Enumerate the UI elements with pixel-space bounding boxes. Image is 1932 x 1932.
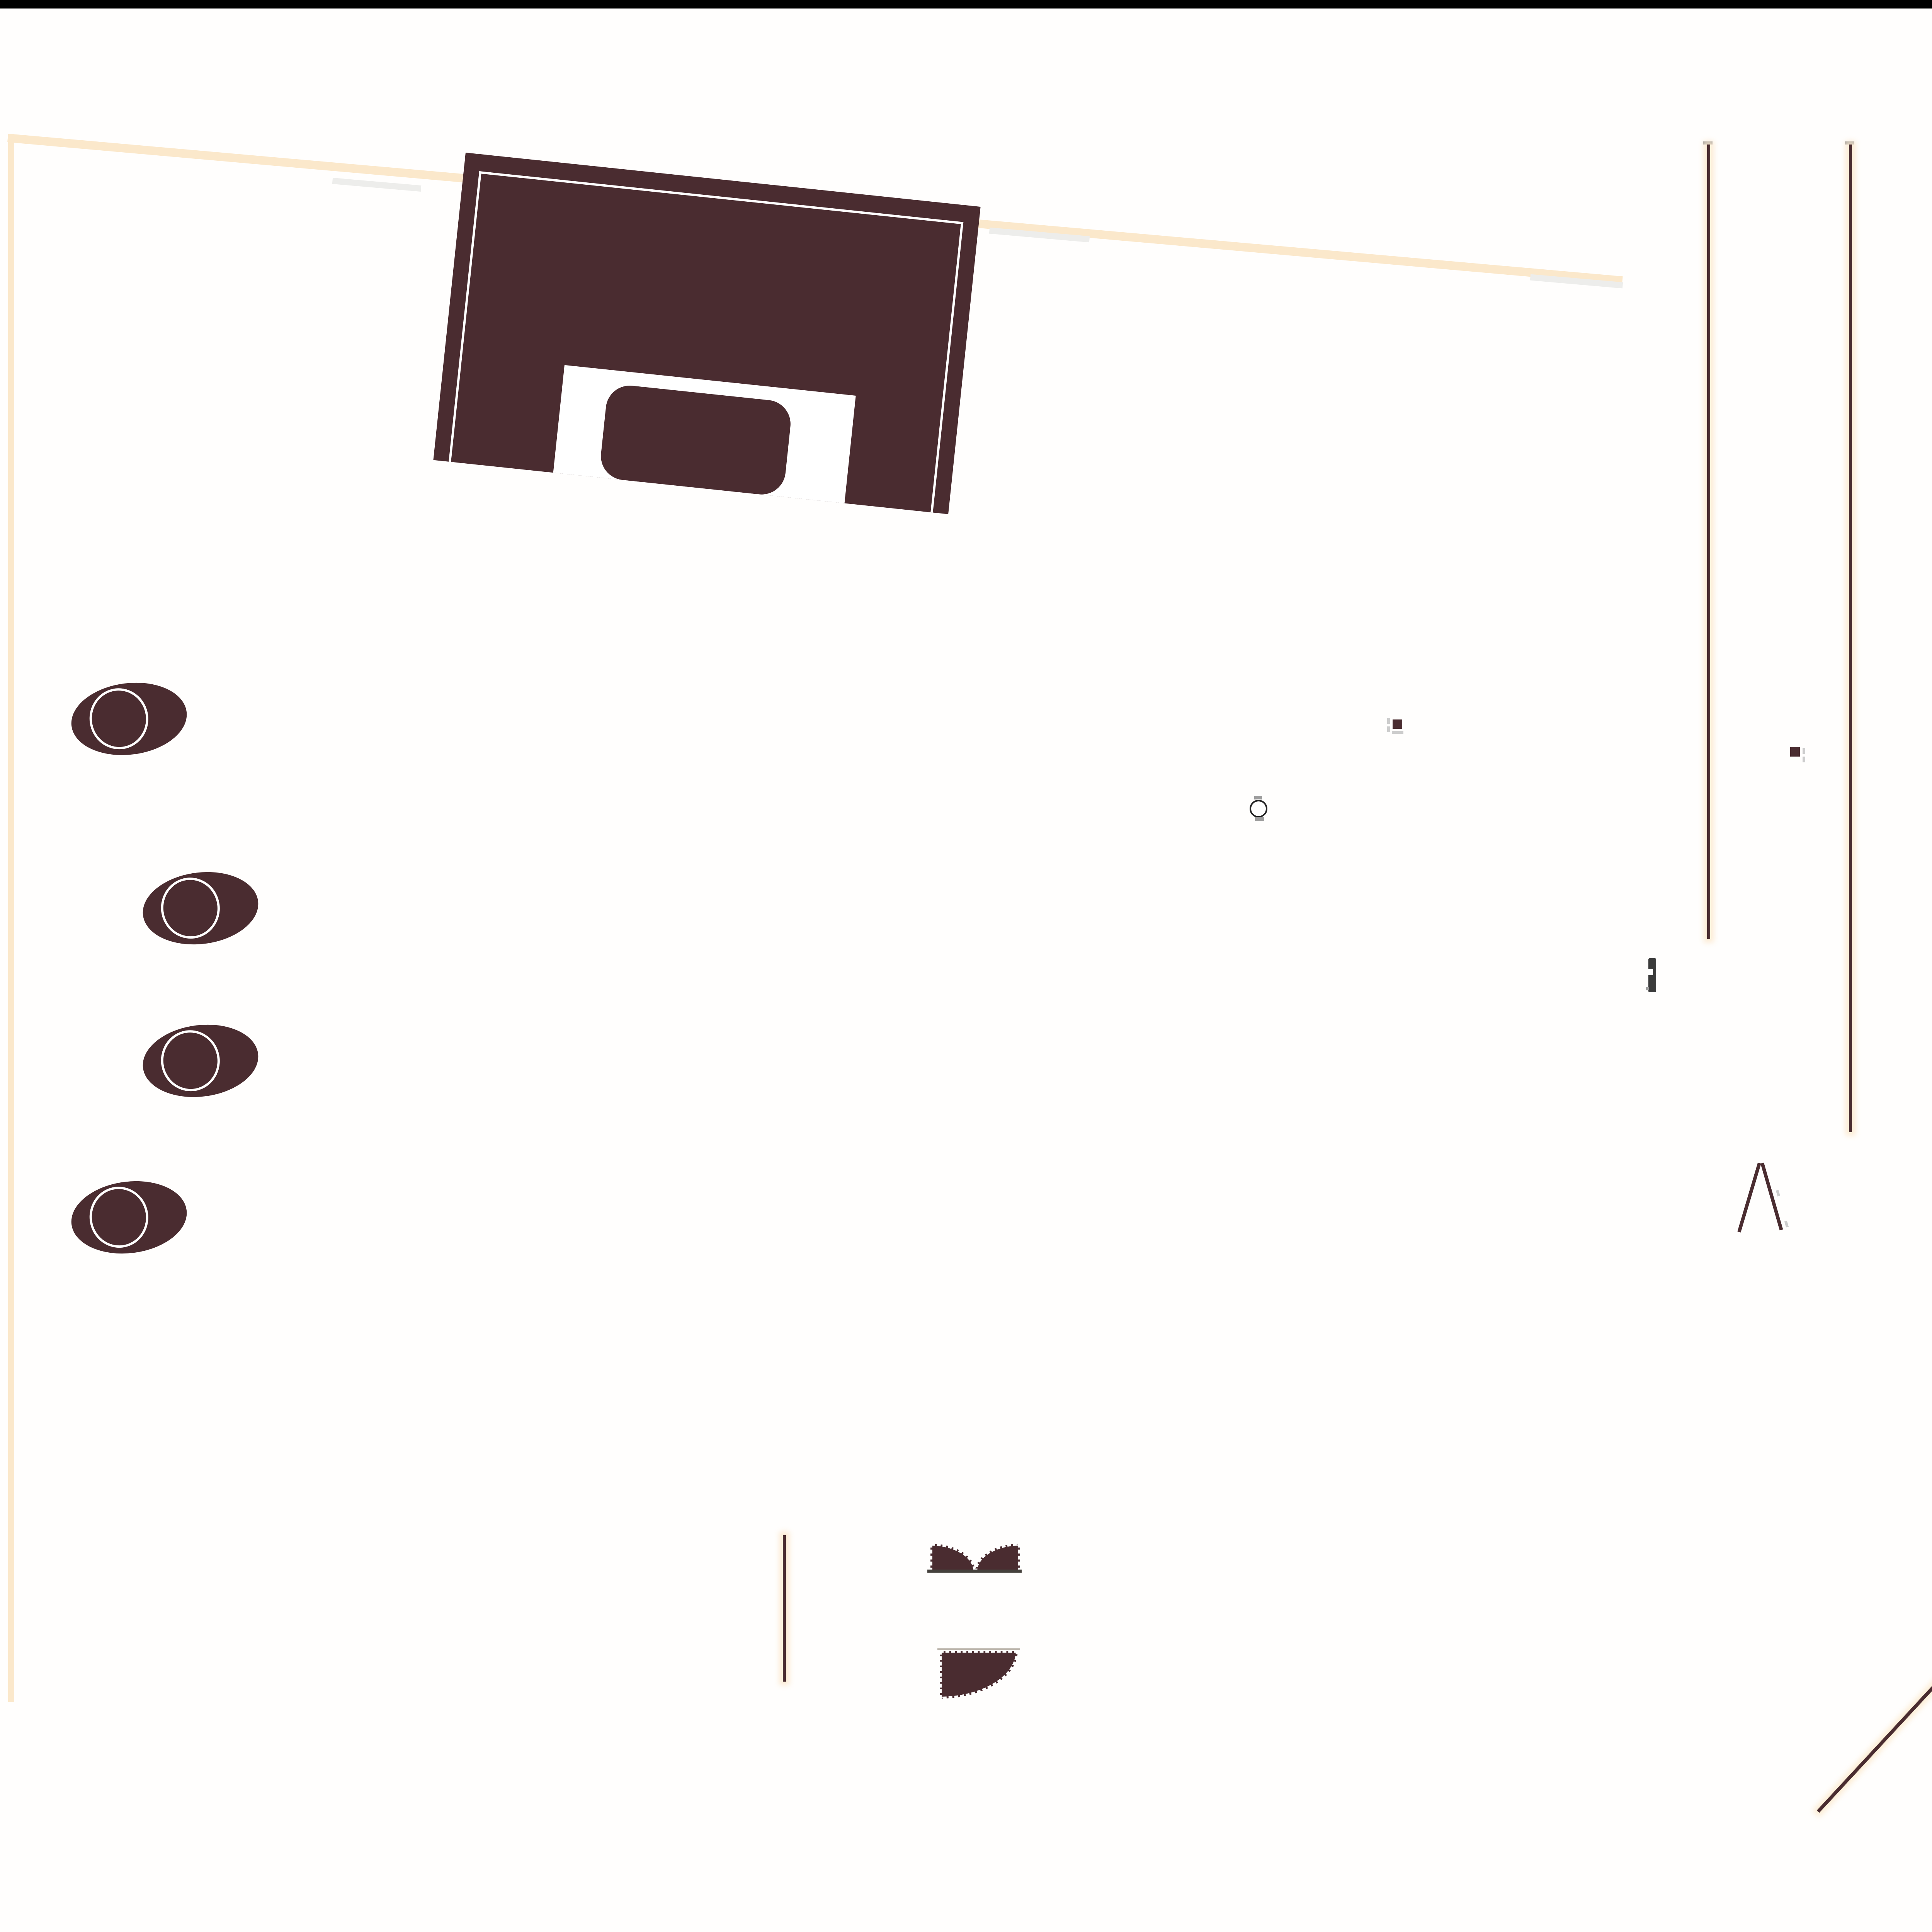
sectional-sofa <box>433 153 981 514</box>
porch-diagonal-wall <box>1816 1647 1932 1813</box>
marker-dash <box>1803 757 1805 762</box>
wall-line-left <box>8 134 14 1702</box>
door-head-line <box>937 1648 1020 1650</box>
door-hinge-symbol <box>1648 958 1656 992</box>
hinge-notch <box>1648 969 1653 975</box>
marker-dash <box>1392 731 1403 734</box>
ladder-dash <box>1784 1221 1789 1228</box>
stool-seat-outline <box>157 1027 223 1095</box>
column-marker <box>1393 719 1402 729</box>
stool <box>67 676 191 762</box>
wall-cap-tick <box>1703 141 1713 145</box>
stool-seat-outline <box>157 874 223 942</box>
stool <box>67 1175 191 1260</box>
door-swing-right-leaf <box>975 1544 1020 1571</box>
marker-dash <box>1803 748 1805 754</box>
fixture-tick <box>1255 817 1264 821</box>
wall-cap-tick <box>1845 141 1854 145</box>
marker-dash <box>1387 726 1390 732</box>
marker-dash <box>1387 718 1390 724</box>
plaster-smudge <box>332 178 422 192</box>
ceiling-fixture-icon <box>1250 800 1267 818</box>
stool <box>138 1018 263 1104</box>
ladder-leg-left <box>1737 1162 1761 1233</box>
ottoman <box>599 383 793 497</box>
interior-wall-line <box>1849 145 1852 1132</box>
crop-bar-top <box>0 0 1932 9</box>
door-swing-single <box>940 1651 1018 1699</box>
interior-wall-line <box>1707 145 1710 939</box>
interior-wall-line <box>783 1535 786 1682</box>
ladder-dash <box>1776 1190 1781 1197</box>
ladder-leg-right <box>1760 1162 1783 1231</box>
stool-seat-outline <box>86 1183 152 1251</box>
hinge-dot <box>1646 987 1649 990</box>
fixture-tick <box>1254 796 1262 799</box>
column-marker <box>1790 747 1800 757</box>
stool-seat-outline <box>86 685 152 753</box>
stool <box>138 866 263 951</box>
door-swing-left-leaf <box>930 1544 975 1571</box>
door-threshold <box>927 1570 1022 1573</box>
